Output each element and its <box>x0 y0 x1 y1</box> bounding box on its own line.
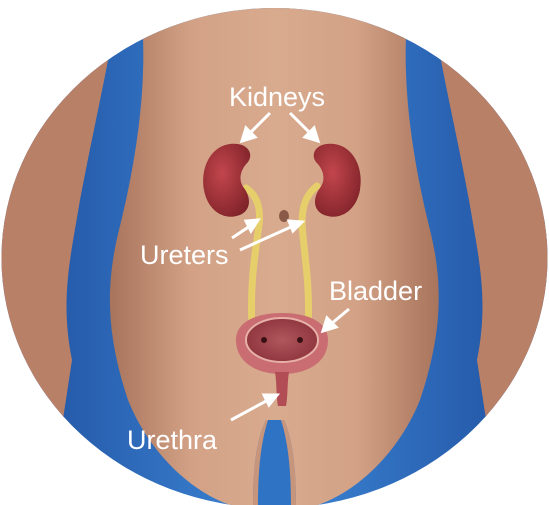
right-ureter-opening <box>297 337 303 343</box>
urethra-label: Urethra <box>127 425 218 455</box>
ureters-label: Ureters <box>140 240 229 270</box>
left-ureter-opening <box>261 337 267 343</box>
bladder-label: Bladder <box>329 276 422 306</box>
kidneys-label: Kidneys <box>229 82 325 112</box>
bladder-inner <box>246 318 318 362</box>
